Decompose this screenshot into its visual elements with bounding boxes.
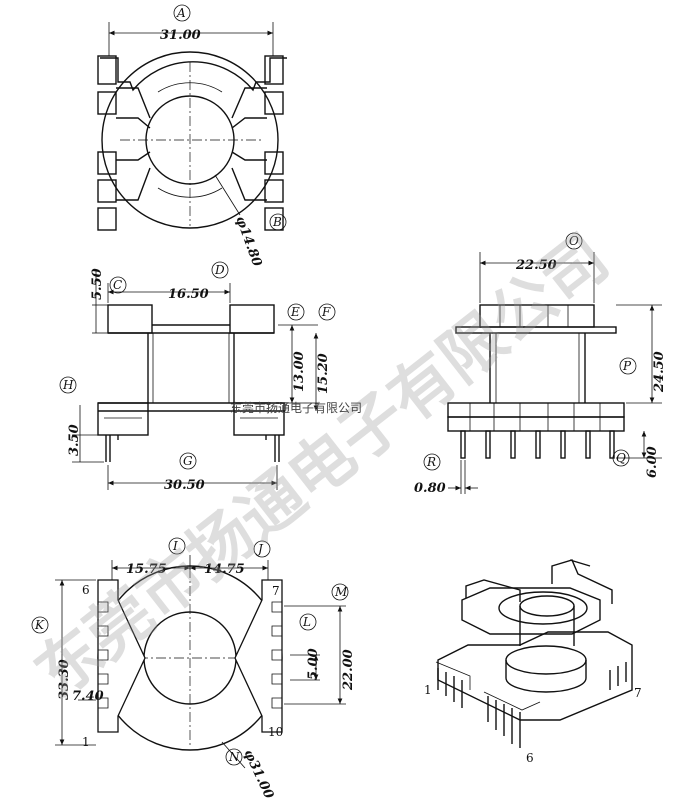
dim-side-pin-dia: 0.80 <box>414 481 446 496</box>
callout-n: N <box>228 750 240 764</box>
pin-label-6: 6 <box>82 583 90 597</box>
callout-f: F <box>321 305 331 319</box>
isometric-view: 1 6 7 <box>424 559 642 765</box>
front-view: 16.50 D 5.50 C 13.00 15.20 E F H 3.50 30… <box>59 261 336 493</box>
dim-bottom-pin-gap: 5.00 <box>306 648 321 680</box>
dim-bottom-pitch: 7.40 <box>72 689 104 704</box>
dim-top-width: 31.00 <box>160 28 201 43</box>
callout-m: M <box>334 585 348 599</box>
dim-bottom-height: 22.00 <box>341 649 356 691</box>
dim-bottom-span: 33.30 <box>57 659 72 700</box>
callout-b: B <box>272 215 282 229</box>
callout-k: K <box>34 618 45 632</box>
dim-bottom-left: 15.75 <box>126 562 167 577</box>
side-view: 22.50 O 24.50 P 6.00 Q 0.80 R <box>414 232 667 496</box>
callout-q: Q <box>616 451 626 465</box>
callout-d: D <box>214 263 225 277</box>
dim-top-diameter: φ14.80 <box>232 214 264 268</box>
pin-label-1: 1 <box>82 735 90 749</box>
dim-front-pin-len: 3.50 <box>67 424 82 456</box>
callout-l: L <box>302 615 311 629</box>
dim-front-h1: 13.00 <box>292 351 307 392</box>
callout-e: E <box>290 305 300 319</box>
iso-pin-7: 7 <box>634 686 642 700</box>
iso-pin-6: 6 <box>526 751 534 765</box>
callout-r: R <box>426 455 436 469</box>
dim-bottom-right: 14.75 <box>204 562 245 577</box>
watermark-small: 东莞市扬通电子有限公司 <box>230 400 362 415</box>
callout-a: A <box>176 6 186 20</box>
dim-side-width: 22.50 <box>515 258 557 273</box>
dim-side-pin-len: 6.00 <box>645 446 660 478</box>
dim-side-height: 24.50 <box>652 351 667 393</box>
dim-bottom-diameter: φ31.00 <box>240 747 276 801</box>
iso-pin-1: 1 <box>424 683 432 697</box>
dim-front-top-h: 5.50 <box>90 268 105 300</box>
dim-front-window: 16.50 <box>168 287 209 302</box>
callout-j: J <box>255 542 264 556</box>
dim-front-base: 30.50 <box>164 478 205 493</box>
dim-front-h2: 15.20 <box>316 353 331 394</box>
pin-label-10: 10 <box>268 725 283 739</box>
callout-o: O <box>569 234 579 248</box>
callout-i: I <box>172 539 178 553</box>
top-view: 31.00 A φ14.80 B <box>97 4 287 269</box>
callout-p: P <box>622 359 632 373</box>
callout-g: G <box>183 454 193 468</box>
pin-label-7: 7 <box>272 584 280 598</box>
callout-c: C <box>113 278 122 292</box>
callout-h: H <box>62 378 74 392</box>
